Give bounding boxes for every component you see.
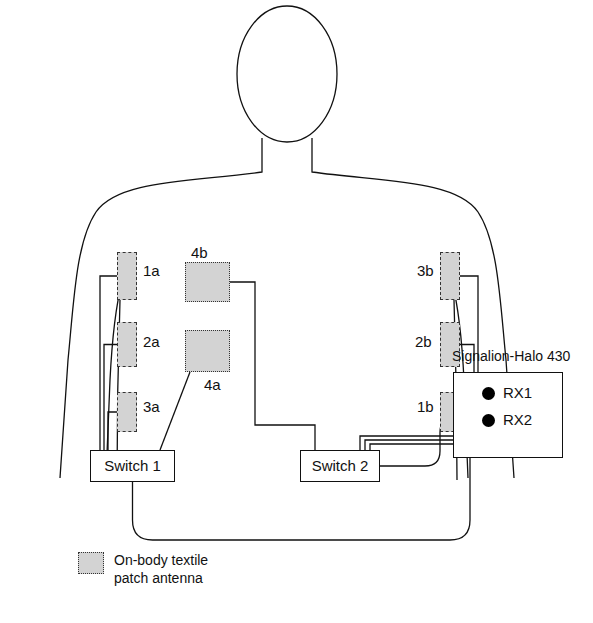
switch-box: Switch 1 <box>90 450 175 482</box>
switch-label: Switch 2 <box>312 458 369 475</box>
cable <box>160 372 190 450</box>
silhouette-outline <box>60 6 514 480</box>
receiver-box: Signalion-Halo 430RX1RX2 <box>453 372 563 458</box>
antenna-label: 4a <box>204 377 221 394</box>
legend-row: On-body textile patch antenna <box>78 552 234 587</box>
patch-antenna: 3a <box>117 392 137 432</box>
port-label: RX1 <box>503 385 532 402</box>
switch-box: Switch 2 <box>300 450 380 482</box>
receiver-port: RX2 <box>482 412 532 429</box>
device-label: Signalion-Halo 430 <box>452 349 570 364</box>
cable <box>108 412 117 450</box>
antenna-label: 1b <box>417 399 434 416</box>
patch-antenna: 3b <box>440 252 460 300</box>
antenna-label: 2a <box>143 334 160 351</box>
cable <box>104 345 117 451</box>
antenna-label: 3b <box>417 263 434 280</box>
patch-antenna: 4a <box>185 330 230 372</box>
cable <box>133 393 483 540</box>
port-dot <box>482 387 495 400</box>
legend-swatch <box>78 552 104 574</box>
patch-antenna: 2a <box>117 322 137 367</box>
legend: On-body textile patch antenna <box>78 552 234 587</box>
legend-text: On-body textile patch antenna <box>114 552 234 587</box>
antenna-label: 1a <box>143 263 160 280</box>
patch-antenna: 1a <box>117 252 137 300</box>
antenna-label: 2b <box>415 334 432 351</box>
port-dot <box>482 414 495 427</box>
switch-label: Switch 1 <box>104 458 161 475</box>
antenna-label: 4b <box>191 245 208 262</box>
receiver-port: RX1 <box>482 385 532 402</box>
antenna-label: 3a <box>143 399 160 416</box>
patch-antenna: 4b <box>185 262 230 302</box>
port-label: RX2 <box>503 412 532 429</box>
cable <box>230 282 315 450</box>
cable <box>100 276 117 450</box>
